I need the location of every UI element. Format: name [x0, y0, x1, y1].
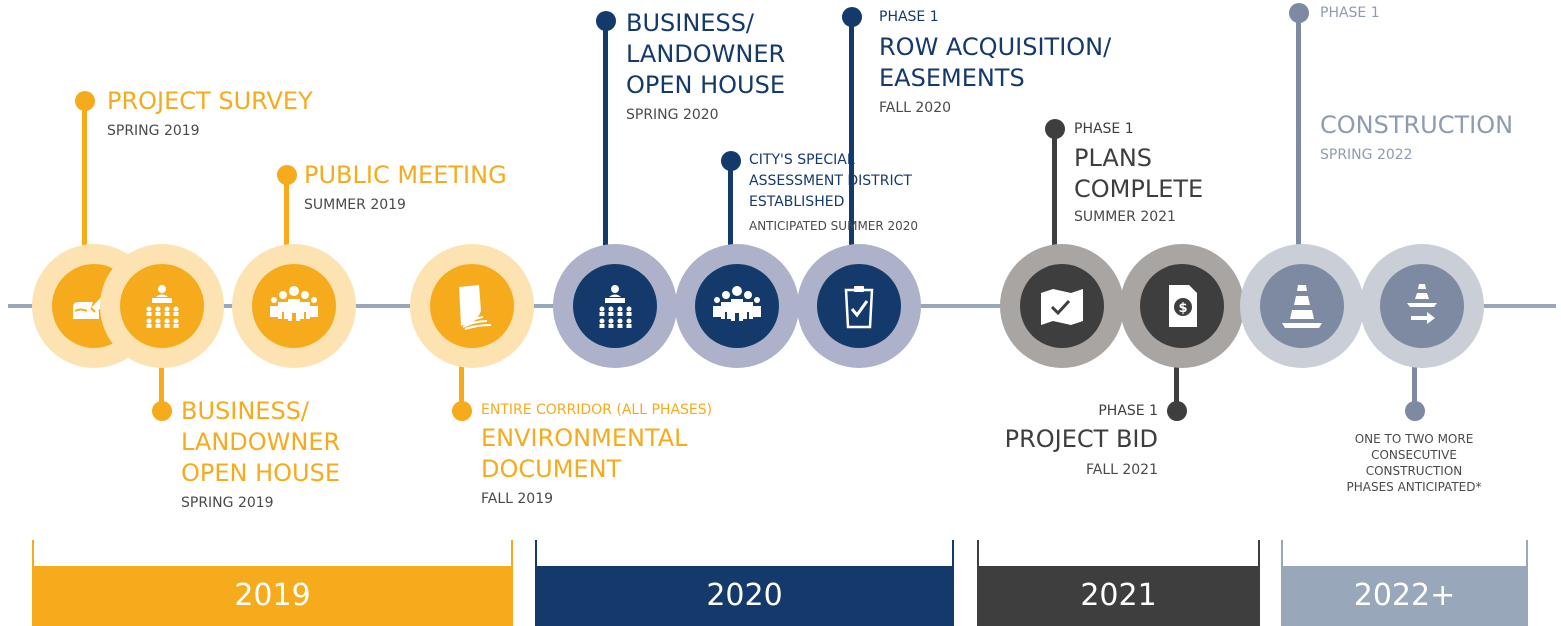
- presenter-audience-icon: [146, 285, 179, 328]
- dot-environmental: [452, 401, 472, 421]
- stem-business-2020: [603, 20, 608, 310]
- document-pages-icon: [459, 285, 492, 330]
- year-bracket-2020: [535, 540, 954, 566]
- stem-plans-complete: [1052, 128, 1057, 310]
- environmental-date: FALL 2019: [481, 491, 554, 507]
- traffic-cone-arrow-icon: [1407, 284, 1437, 324]
- stem-row-acquisition: [849, 16, 854, 310]
- business-2020-title-line1: BUSINESS/: [626, 9, 755, 37]
- plans-complete-title-line1: PLANS: [1074, 144, 1152, 172]
- special-assessment-title-line3: ESTABLISHED: [749, 194, 845, 210]
- environmental-title-line2: DOCUMENT: [481, 455, 622, 483]
- project-survey-title: PROJECT SURVEY: [107, 87, 313, 115]
- more-phases-line2: CONSECUTIVE: [1371, 448, 1457, 462]
- dot-more-phases: [1405, 401, 1425, 421]
- traffic-cone-icon: [1282, 285, 1322, 328]
- year-bracket-2019: [32, 540, 513, 566]
- milestone-circle-public-meeting: [232, 244, 356, 368]
- business-2020-title-line2: LANDOWNER: [626, 40, 786, 68]
- crowd-icon: [270, 286, 318, 321]
- year-bracket-2022: [1281, 540, 1528, 566]
- more-phases-line1: ONE TO TWO MORE: [1354, 432, 1474, 446]
- special-assessment-date: ANTICIPATED SUMMER 2020: [749, 219, 919, 233]
- milestone-circle-business-2020: [553, 244, 677, 368]
- stem-project-survey: [82, 100, 87, 310]
- plans-complete-title-line2: COMPLETE: [1074, 175, 1204, 203]
- construction-date: SPRING 2022: [1320, 147, 1413, 163]
- plans-complete-pre: PHASE 1: [1074, 121, 1134, 137]
- milestone-circle-project-bid: $: [1120, 244, 1244, 368]
- environmental-title-line1: ENVIRONMENTAL: [481, 424, 688, 452]
- year-label-2022: 2022+: [1353, 578, 1456, 613]
- dot-project-bid: [1167, 401, 1187, 421]
- milestone-circle-more-phases: [1360, 244, 1484, 368]
- plans-complete-date: SUMMER 2021: [1074, 209, 1176, 225]
- map-check-icon: [1041, 289, 1083, 325]
- milestone-circle-construction: [1240, 244, 1364, 368]
- year-bar-2022: 2022+: [1281, 566, 1528, 626]
- row-acquisition-title-line2: EASEMENTS: [879, 64, 1025, 92]
- clipboard-check-icon: [844, 286, 874, 329]
- stem-special-assessment: [728, 160, 733, 310]
- business-2019-title-line1: BUSINESS/: [181, 397, 310, 425]
- construction-title: CONSTRUCTION: [1320, 111, 1514, 139]
- construction-pre: PHASE 1: [1320, 5, 1380, 21]
- project-bid-title: PROJECT BID: [1004, 425, 1158, 453]
- public-meeting-date: SUMMER 2019: [304, 197, 406, 213]
- svg-text:$: $: [1178, 301, 1187, 316]
- year-bar-2020: 2020: [535, 566, 954, 626]
- environmental-pre: ENTIRE CORRIDOR (ALL PHASES): [481, 402, 713, 418]
- milestone-circle-row-acquisition: [797, 244, 921, 368]
- project-bid-pre: PHASE 1: [1098, 403, 1158, 419]
- business-2020-title-line3: OPEN HOUSE: [626, 71, 786, 99]
- business-2019-title-line2: LANDOWNER: [181, 428, 341, 456]
- dot-special-assessment: [721, 151, 741, 171]
- dot-plans-complete: [1045, 119, 1065, 139]
- dot-business-2019: [152, 401, 172, 421]
- year-bracket-2021: [977, 540, 1260, 566]
- year-bar-2021: 2021: [977, 566, 1260, 626]
- row-acquisition-title-line1: ROW ACQUISITION/: [879, 33, 1112, 61]
- presenter-audience-icon: [599, 285, 632, 328]
- dot-project-survey: [75, 91, 95, 111]
- business-2020-date: SPRING 2020: [626, 107, 719, 123]
- row-acquisition-date: FALL 2020: [879, 100, 952, 116]
- year-label-2020: 2020: [706, 578, 783, 613]
- public-meeting-title: PUBLIC MEETING: [304, 161, 507, 189]
- business-2019-date: SPRING 2019: [181, 495, 274, 511]
- year-bar-2019: 2019: [32, 566, 513, 626]
- crowd-icon: [713, 286, 761, 321]
- stem-public-meeting: [284, 174, 289, 310]
- dot-business-2020: [596, 11, 616, 31]
- special-assessment-title-line2: ASSESSMENT DISTRICT: [749, 173, 912, 189]
- milestone-circle-business-2019: [100, 244, 224, 368]
- dot-construction: [1289, 3, 1309, 23]
- more-phases-line4: PHASES ANTICIPATED*: [1346, 480, 1482, 494]
- milestone-circle-plans-complete: [1000, 244, 1124, 368]
- year-label-2019: 2019: [234, 578, 311, 613]
- milestone-circle-special-assessment: [675, 244, 799, 368]
- dot-public-meeting: [277, 165, 297, 185]
- project-survey-date: SPRING 2019: [107, 123, 200, 139]
- row-acquisition-pre: PHASE 1: [879, 9, 939, 25]
- more-phases-line3: CONSTRUCTION: [1365, 464, 1463, 478]
- project-bid-date: FALL 2021: [1085, 462, 1158, 478]
- special-assessment-title-line1: CITY'S SPECIAL: [749, 152, 855, 168]
- dollar-document-icon: $: [1169, 285, 1197, 327]
- dot-row-acquisition: [842, 7, 862, 27]
- stem-construction: [1296, 12, 1301, 310]
- milestone-circle-environmental: [410, 244, 534, 368]
- business-2019-title-line3: OPEN HOUSE: [181, 459, 341, 487]
- year-label-2021: 2021: [1080, 578, 1157, 613]
